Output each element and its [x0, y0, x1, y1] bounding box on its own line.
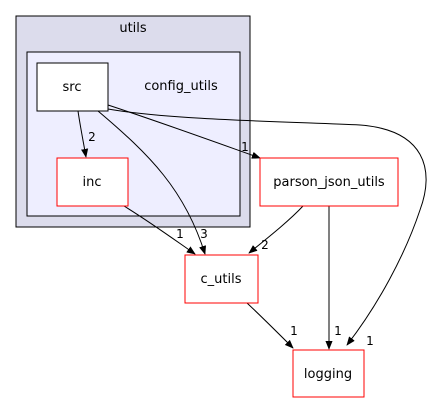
edge-parson-c-utils-label: 2 [261, 238, 269, 252]
node-logging[interactable]: logging [292, 349, 365, 398]
node-logging-label: logging [304, 367, 352, 382]
node-c-utils-label: c_utils [201, 272, 242, 287]
edge-src-inc-label: 2 [88, 130, 96, 144]
node-c-utils[interactable]: c_utils [184, 254, 259, 304]
node-inc[interactable]: inc [56, 157, 129, 207]
edge-src-inc [77, 110, 89, 158]
cluster-config-utils-label: config_utils [144, 79, 218, 94]
edge-c-utils-logging [246, 302, 294, 349]
node-src-label: src [63, 80, 82, 95]
edge-src-logging-label: 1 [366, 334, 374, 348]
edge-src-c-utils-label: 3 [200, 227, 208, 241]
node-src[interactable]: src [36, 62, 109, 112]
edge-parson-logging-label: 1 [334, 324, 342, 338]
edge-inc-c-utils [123, 205, 196, 255]
node-inc-label: inc [83, 175, 102, 190]
edge-src-logging [107, 108, 427, 346]
node-parson-json-utils[interactable]: parson_json_utils [259, 157, 399, 207]
node-parson-json-utils-label: parson_json_utils [273, 175, 385, 190]
edge-src-parson [107, 104, 261, 159]
cluster-utils-label: utils [119, 21, 147, 36]
edge-src-c-utils [97, 110, 207, 255]
edge-inc-c-utils-label: 1 [176, 227, 184, 241]
edge-parson-c-utils [248, 205, 304, 254]
edge-c-utils-logging-label: 1 [290, 324, 298, 338]
edge-src-parson-label: 1 [241, 140, 249, 154]
edges: 2 1 3 1 1 2 1 1 [77, 104, 427, 350]
